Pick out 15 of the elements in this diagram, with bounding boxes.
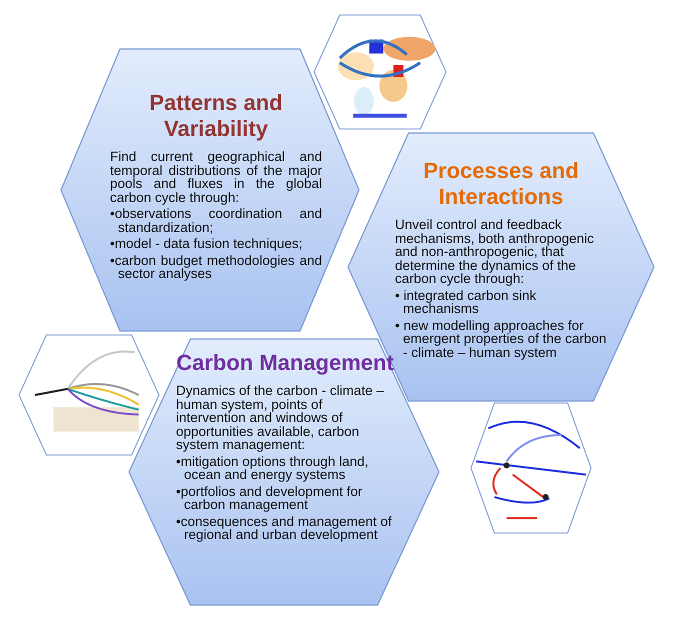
bullet-item: •model - data fusion techniques; xyxy=(110,237,304,250)
bullet-item: •mitigation options through land, ocean and energy systems xyxy=(176,454,370,482)
paragraph: Find current geographical and temporal distributions of the major pools and fluxes in the global carbon cycle through: xyxy=(110,150,322,204)
hexagon-panel xyxy=(60,48,360,332)
bullet-item: • new modelling approaches for emergent properties of the carbon - climate – human system xyxy=(395,318,607,359)
bullet-item: •portfolios and development for carbon management xyxy=(176,484,364,512)
bullet-item: •observations coordination and standardization; xyxy=(110,207,322,234)
bullet-item: • integrated carbon sink mechanisms xyxy=(395,288,538,316)
bullet-item: •consequences and management of regional and urban development xyxy=(176,514,393,542)
bullet-item: •carbon budget methodologies and sector analyses xyxy=(110,254,322,280)
heading: Carbon Management xyxy=(176,350,394,376)
heading: Processes and Interactions xyxy=(422,158,580,210)
heading: Patterns and Variability xyxy=(148,90,284,142)
paragraph: Unveil control and feedback mechanisms, both anthropogenic and non-anthropogenic, that determine the dynamics of the carbon cycle through: xyxy=(395,218,595,286)
paragraph: Dynamics of the carbon - climate – human system, points of intervention and windows of opportunities available, carbon system management: xyxy=(176,384,385,452)
